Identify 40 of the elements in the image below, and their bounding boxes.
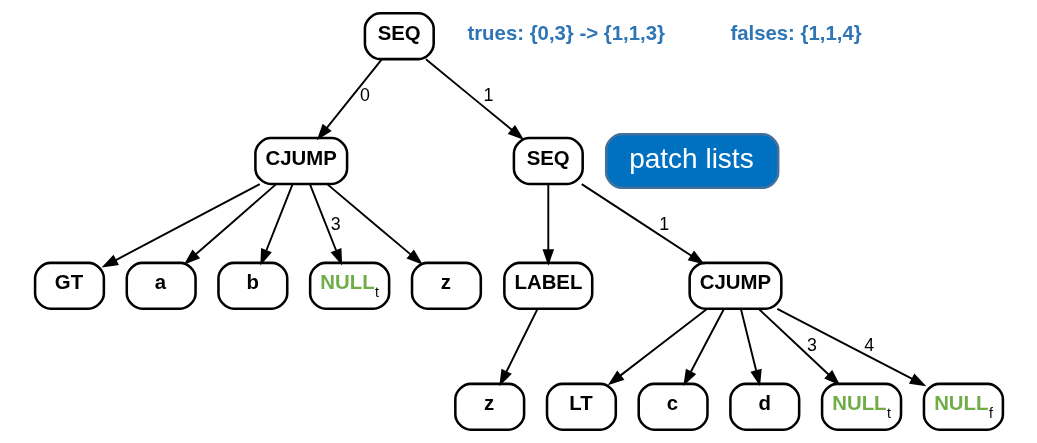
arrow	[183, 183, 277, 265]
arrow	[775, 307, 926, 387]
node-box: GT	[33, 261, 105, 310]
arrow	[498, 307, 538, 387]
node-box: patch lists	[604, 133, 779, 190]
edge-label: 3	[330, 214, 341, 235]
arrow	[580, 183, 705, 265]
node-box: CJUMP	[687, 261, 783, 310]
arrow	[757, 307, 840, 386]
arrow	[607, 307, 708, 386]
node-box: z	[410, 261, 482, 310]
edge-label: 4	[863, 335, 874, 356]
edge-label: 1	[658, 214, 669, 235]
edge-label: 1	[482, 85, 493, 106]
node-box: LT	[545, 382, 617, 431]
node-box: c	[636, 382, 709, 431]
node-box: LABEL	[502, 261, 593, 310]
node-box: CJUMP	[253, 136, 348, 186]
label: trues: {0,3} -> {1,1,3}	[466, 21, 665, 44]
node-box: NULL$_{f}$	[922, 382, 1004, 431]
arrow	[424, 58, 524, 140]
node-box: d	[728, 382, 800, 431]
node-box: SEQ	[363, 12, 435, 61]
arrow	[308, 183, 342, 266]
arrow	[325, 183, 423, 265]
node-box: b	[216, 261, 288, 310]
node-box: a	[125, 261, 197, 310]
node-box: SEQ	[512, 136, 584, 186]
edge-label: 3	[806, 335, 817, 356]
node-box: z	[453, 382, 525, 431]
node-box: NULL$_{t}$	[820, 382, 902, 431]
edge-label: 0	[359, 85, 370, 106]
arrow	[739, 307, 762, 387]
arrow	[316, 58, 383, 141]
node-box: NULL$_{t}$	[308, 261, 390, 310]
label: falses: {1,1,4}	[729, 21, 862, 44]
arrow	[259, 183, 294, 266]
arrow	[101, 183, 261, 268]
arrow	[542, 183, 554, 266]
arrow	[682, 307, 725, 387]
